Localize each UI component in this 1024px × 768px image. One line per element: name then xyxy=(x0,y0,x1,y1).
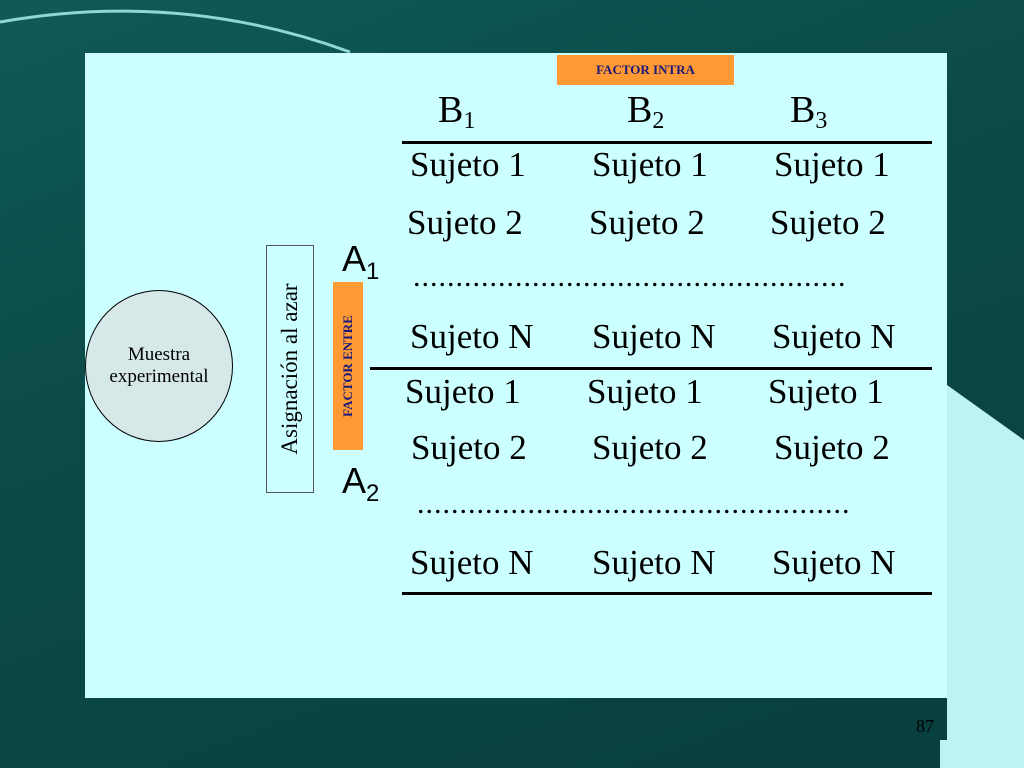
factor-intra-tag: FACTOR INTRA xyxy=(557,55,734,85)
a2-b2-sujeto-2: Sujeto 2 xyxy=(592,428,708,467)
a1-b3-sujeto-1: Sujeto 1 xyxy=(774,145,890,184)
sample-label-line1: Muestra xyxy=(127,344,191,365)
sample-circle: Muestra experimental xyxy=(85,290,233,442)
a1-b2-sujeto-n: Sujeto N xyxy=(592,317,716,356)
a1-b1-sujeto-1: Sujeto 1 xyxy=(410,145,526,184)
a1-b1-sujeto-n: Sujeto N xyxy=(410,317,534,356)
a2-b3-sujeto-n: Sujeto N xyxy=(772,543,896,582)
a1-b2-sujeto-2: Sujeto 2 xyxy=(589,203,705,242)
group-label-a2: A2 xyxy=(342,460,380,507)
sample-label-line2: experimental xyxy=(109,366,209,387)
bottom-rule xyxy=(402,592,932,595)
column-header-b3: B3 xyxy=(790,89,828,134)
a1-b3-sujeto-n: Sujeto N xyxy=(772,317,896,356)
group-divider-rule xyxy=(370,367,932,370)
a2-b2-sujeto-n: Sujeto N xyxy=(592,543,716,582)
a2-b1-sujeto-1: Sujeto 1 xyxy=(405,372,521,411)
column-header-b1: B1 xyxy=(438,89,476,134)
a2-b3-sujeto-1: Sujeto 1 xyxy=(768,372,884,411)
column-header-b2: B2 xyxy=(627,89,665,134)
a1-ellipsis-row: ........................................… xyxy=(413,260,847,293)
a2-b3-sujeto-2: Sujeto 2 xyxy=(774,428,890,467)
factor-entre-tag: FACTOR ENTRE xyxy=(333,282,363,450)
a2-ellipsis-row: ........................................… xyxy=(417,487,851,520)
page-number: 87 xyxy=(916,716,934,736)
a1-b2-sujeto-1: Sujeto 1 xyxy=(592,145,708,184)
random-assignment-label: Asignación al azar xyxy=(277,283,302,455)
a1-b1-sujeto-2: Sujeto 2 xyxy=(407,203,523,242)
a2-b2-sujeto-1: Sujeto 1 xyxy=(587,372,703,411)
a2-b1-sujeto-2: Sujeto 2 xyxy=(411,428,527,467)
group-label-a1: A1 xyxy=(342,238,380,285)
random-assignment-box: Asignación al azar xyxy=(266,245,314,493)
a1-b3-sujeto-2: Sujeto 2 xyxy=(770,203,886,242)
header-rule xyxy=(402,141,932,144)
a2-b1-sujeto-n: Sujeto N xyxy=(410,543,534,582)
